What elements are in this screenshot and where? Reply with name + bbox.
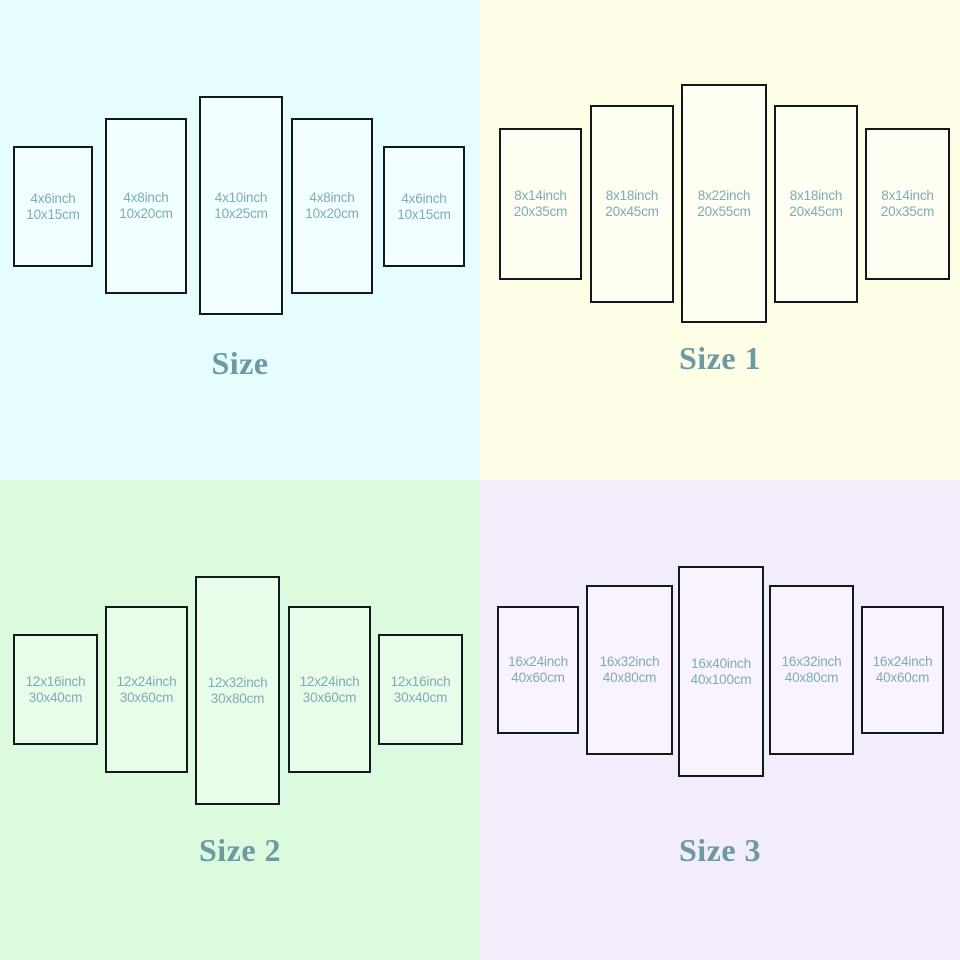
panel-size-cm: 20x35cm (880, 204, 935, 219)
panel-size-cm: 20x35cm (513, 204, 568, 219)
panel-size-cm: 40x60cm (875, 670, 930, 685)
panel-size-inch: 4x8inch (123, 190, 169, 206)
quadrant-caption: Size 3 (678, 832, 762, 868)
panel-size-cm: 30x60cm (119, 689, 174, 705)
panel-size-cm: 30x40cm (393, 689, 448, 705)
panel-size-cm: 10x15cm (397, 206, 451, 222)
panel-size-cm: 40x60cm (511, 670, 565, 685)
panel-size-inch: 4x8inch (309, 190, 355, 206)
panel-size-cm: 10x25cm (214, 205, 268, 221)
panel-size-inch: 8x18inch (605, 188, 659, 204)
panel-size-cm: 20x45cm (789, 204, 843, 219)
panel-size-inch: 12x32inch (207, 674, 268, 690)
panel-size-inch: 16x32inch (781, 654, 842, 670)
panel-size-inch: 4x6inch (401, 190, 447, 206)
panel-size-cm: 10x15cm (26, 206, 80, 222)
panel-size-inch: 8x14inch (514, 188, 567, 204)
quadrant-caption: Size 2 (198, 832, 282, 868)
panel-size-cm: 40x80cm (784, 670, 839, 685)
panel-size-inch: 16x24inch (872, 654, 933, 670)
panel-size-inch: 16x24inch (508, 654, 568, 670)
panel-size-inch: 12x16inch (25, 673, 86, 689)
panel-size-cm: 30x80cm (210, 690, 265, 706)
panel-size-cm: 20x45cm (605, 204, 659, 219)
panel-size-cm: 30x40cm (28, 689, 83, 705)
quadrant-caption: Size 1 (678, 340, 762, 376)
panel-size-cm: 20x55cm (697, 203, 751, 219)
panel-size-cm: 30x60cm (302, 689, 357, 705)
quadrant-caption: Size (211, 345, 269, 381)
panel-size-inch: 8x22inch (697, 187, 751, 203)
panel-size-inch: 8x18inch (789, 188, 843, 204)
panel-size-cm: 10x20cm (305, 206, 359, 221)
panel-size-inch: 16x32inch (599, 654, 660, 670)
panel-size-inch: 12x16inch (390, 673, 451, 689)
panel-size-inch: 16x40inch (691, 655, 751, 671)
panel-size-inch: 4x6inch (30, 190, 76, 206)
panel-size-inch: 4x10inch (214, 189, 268, 205)
panel-size-cm: 40x100cm (690, 671, 752, 687)
panel-size-inch: 8x14inch (881, 188, 934, 204)
panel-size-inch: 12x24inch (116, 673, 177, 689)
panel-size-inch: 12x24inch (299, 673, 360, 689)
panel-size-cm: 10x20cm (119, 206, 173, 221)
panel-size-cm: 40x80cm (602, 670, 657, 685)
